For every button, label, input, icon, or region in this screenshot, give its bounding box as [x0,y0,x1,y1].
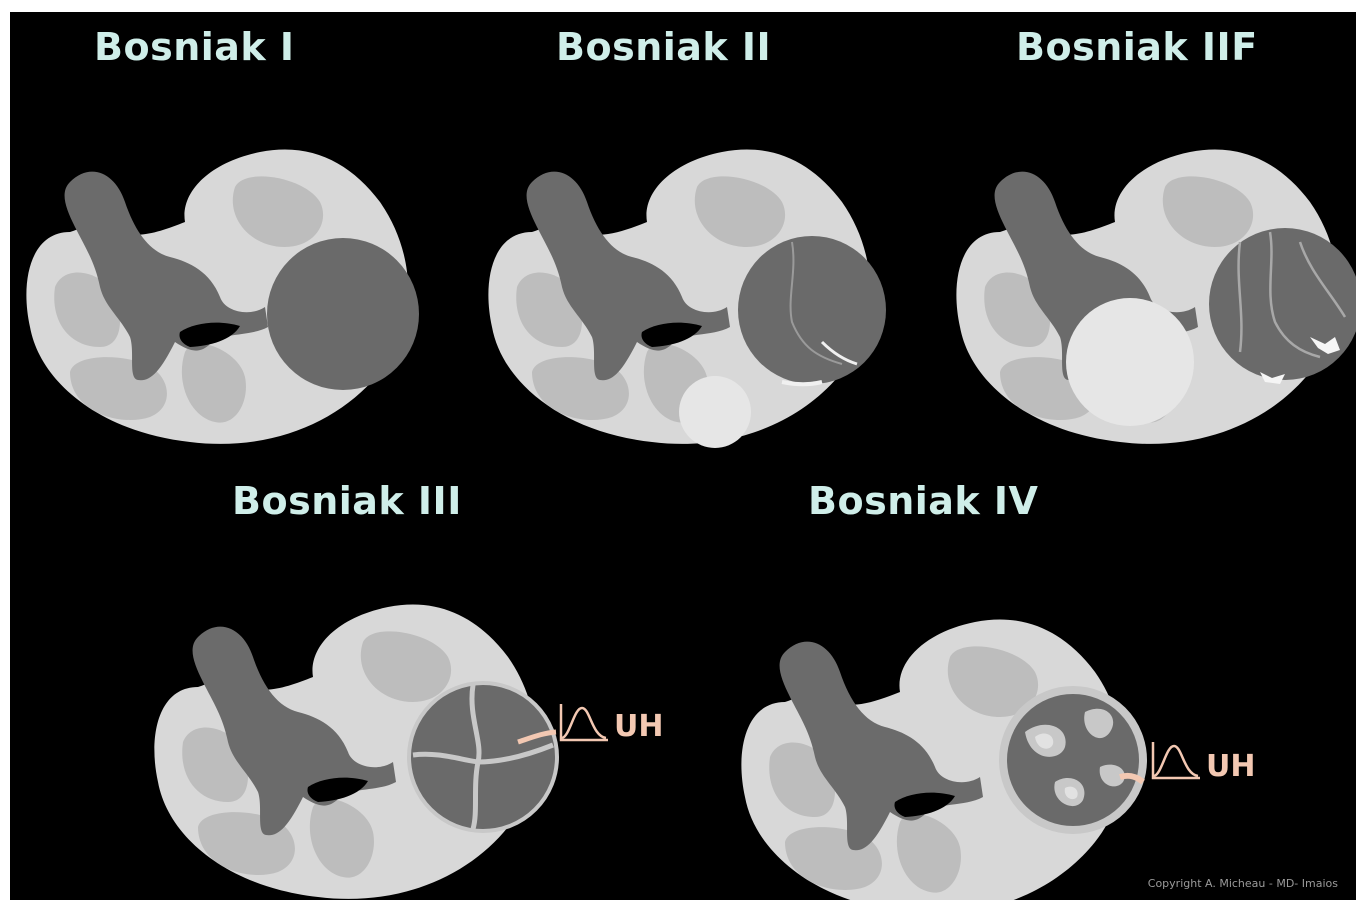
simple-cyst [267,238,419,390]
title-bosniak-1: Bosniak I [94,28,295,66]
indeterminate-cyst [409,683,557,831]
title-bosniak-2: Bosniak II [556,28,771,66]
minimally-complex-cyst [738,236,886,384]
complex-cyst [1209,228,1356,380]
kidney-bosniak-2f [940,82,1356,472]
enhancement-label: UH [614,712,663,742]
rim-calcification [782,382,822,384]
hyperdense-cyst [1066,298,1194,426]
kidney-bosniak-2 [472,82,902,472]
kidney-bosniak-1 [10,82,440,472]
malignant-cyst [1003,690,1143,830]
enhancement-label: UH [1206,752,1255,782]
title-bosniak-4: Bosniak IV [808,482,1038,520]
hyperdense-cyst [679,376,751,448]
kidney-bosniak-3 [138,537,568,900]
copyright-text: Copyright A. Micheau - MD- Imaios [1148,877,1338,890]
title-bosniak-3: Bosniak III [232,482,462,520]
enhancement-curve-icon [1150,740,1202,782]
enhancement-curve-icon [558,702,610,744]
kidney-bosniak-4 [725,552,1155,900]
bosniak-classification-diagram: Bosniak I Bosniak II Bosniak IIF Bosniak… [10,12,1356,900]
title-bosniak-2f: Bosniak IIF [1016,28,1258,66]
